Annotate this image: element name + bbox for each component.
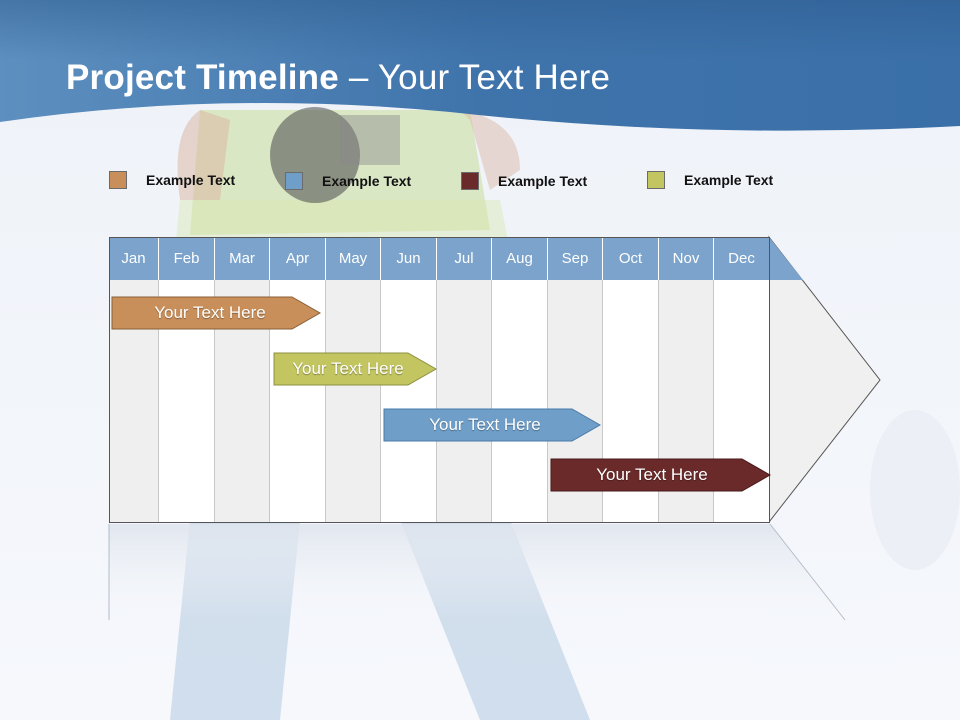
task-bar-label-3: Your Text Here [429, 415, 541, 434]
title-bold: Project Timeline [66, 58, 339, 97]
legend-swatch-2 [285, 172, 303, 190]
legend-label-2: Example Text [322, 173, 412, 189]
legend-label-1: Example Text [146, 172, 236, 188]
legend-label-4: Example Text [684, 172, 774, 188]
task-bar-4 [550, 458, 772, 492]
task-bar-1 [111, 296, 322, 330]
legend-swatch-4 [647, 171, 665, 189]
task-bar-label-1: Your Text Here [154, 303, 266, 322]
title-rest: – Your Text Here [338, 58, 611, 97]
legend-swatch-1 [109, 171, 127, 189]
slide-title: Project Timeline – Your Text Here [66, 58, 610, 98]
task-bar-2 [273, 352, 438, 386]
header-wave [0, 0, 960, 131]
task-bar-label-2: Your Text Here [292, 359, 404, 378]
legend-label-3: Example Text [498, 173, 588, 189]
legend-swatch-3 [461, 172, 479, 190]
task-bar-label-4: Your Text Here [596, 465, 708, 484]
task-bar-3 [383, 408, 602, 442]
